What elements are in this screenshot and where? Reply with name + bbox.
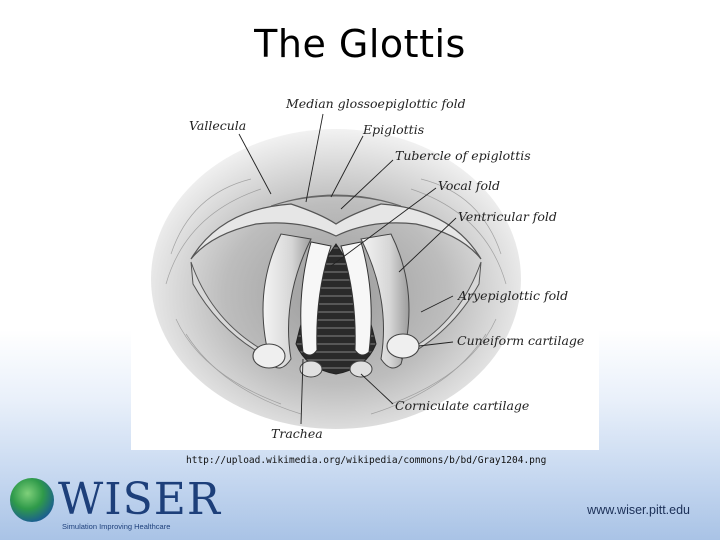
leader-vallecula xyxy=(238,133,272,195)
label-median-glossoepiglottic-fold: Median glossoepiglottic fold xyxy=(285,96,466,111)
label-aryepiglottic-fold: Aryepiglottic fold xyxy=(457,288,568,303)
right-vocal-fold xyxy=(340,241,372,356)
label-ventricular-fold: Ventricular fold xyxy=(458,209,557,224)
image-source-caption: http://upload.wikimedia.org/wikipedia/co… xyxy=(186,455,547,466)
label-trachea: Trachea xyxy=(271,426,323,441)
leader-epiglottis xyxy=(330,135,364,198)
leader-lines xyxy=(238,113,457,425)
label-tubercle-of-epiglottis: Tubercle of epiglottis xyxy=(395,148,531,163)
epiglottis-arch xyxy=(190,203,482,260)
left-cuneiform-cartilage xyxy=(252,343,286,369)
logo-tagline: Simulation Improving Healthcare xyxy=(62,522,171,531)
left-vocal-fold xyxy=(300,241,332,356)
label-vocal-fold: Vocal fold xyxy=(438,178,500,193)
leader-trachea xyxy=(300,358,304,425)
logo-text: WISER xyxy=(58,474,221,525)
site-url: www.wiser.pitt.edu xyxy=(587,503,690,517)
right-corniculate-cartilage xyxy=(349,360,373,378)
leader-corniculate-cartilage xyxy=(360,373,394,405)
label-epiglottis: Epiglottis xyxy=(362,122,424,137)
globe-icon xyxy=(10,478,54,522)
glottis-illustration: Median glossoepiglottic fold Vallecula E… xyxy=(131,84,599,450)
leader-median-glossoepiglottic-fold xyxy=(305,113,324,203)
left-ventricular-fold xyxy=(262,233,312,369)
epiglottis-rim xyxy=(270,194,402,207)
leader-ventricular-fold xyxy=(398,217,457,273)
leader-cuneiform-cartilage xyxy=(418,341,454,347)
leader-tubercle-of-epiglottis xyxy=(340,159,394,210)
right-cuneiform-cartilage xyxy=(386,333,420,359)
left-corniculate-cartilage xyxy=(299,360,323,378)
leader-vocal-fold xyxy=(330,187,437,267)
right-aryepiglottic-fold xyxy=(400,261,482,360)
label-vallecula: Vallecula xyxy=(189,118,246,133)
label-corniculate-cartilage: Corniculate cartilage xyxy=(395,398,529,413)
label-cuneiform-cartilage: Cuneiform cartilage xyxy=(457,333,584,348)
slide-title: The Glottis xyxy=(254,22,466,66)
wiser-logo: WISER Simulation Improving Healthcare xyxy=(10,476,220,532)
tissue-hatching xyxy=(165,178,507,415)
glottis-drawing: Median glossoepiglottic fold Vallecula E… xyxy=(151,96,584,441)
leader-aryepiglottic-fold xyxy=(420,295,454,313)
